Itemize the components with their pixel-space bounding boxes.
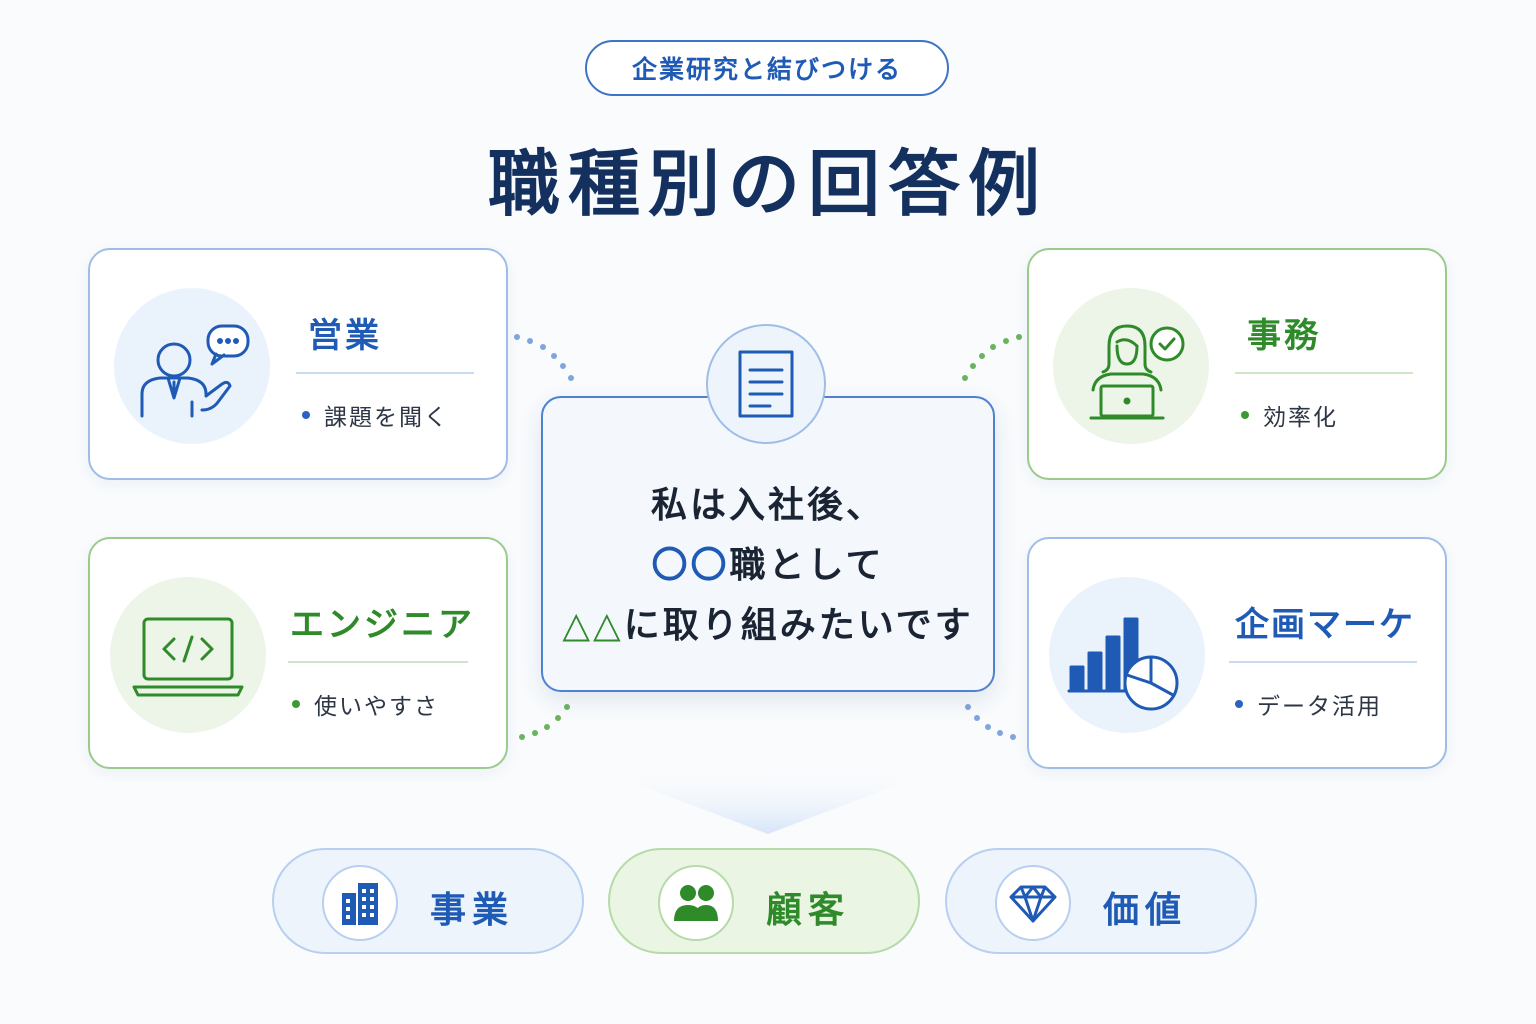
card-office: 事務 効率化 xyxy=(1027,248,1447,480)
card-point: データ活用 xyxy=(1235,687,1382,721)
page-title: 職種別の回答例 xyxy=(487,142,1048,226)
statement-line-1: 私は入社後、 xyxy=(650,485,885,526)
diamond-icon xyxy=(995,865,1071,941)
divider xyxy=(288,661,468,663)
card-point-text: 課題を聞く xyxy=(324,405,449,431)
divider xyxy=(296,372,474,374)
laptop-code-icon xyxy=(110,577,266,733)
card-point-text: 使いやすさ xyxy=(314,694,439,720)
card-title: 営業 xyxy=(308,316,382,356)
card-point-text: データ活用 xyxy=(1257,694,1382,720)
divider xyxy=(1235,372,1413,374)
bar-pie-chart-icon xyxy=(1049,577,1205,733)
card-point: 課題を聞く xyxy=(302,398,449,432)
pill-label: 顧客 xyxy=(766,890,851,931)
card-point-text: 効率化 xyxy=(1263,405,1338,431)
card-title: 企画マーケ xyxy=(1235,605,1415,645)
building-icon xyxy=(322,865,398,941)
bullet-dot xyxy=(1235,700,1243,708)
statement-line-3: △△に取り組みたいです xyxy=(543,596,993,648)
placeholder-job: 〇〇 xyxy=(651,545,730,586)
card-engineer: エンジニア 使いやすさ xyxy=(88,537,508,769)
document-icon xyxy=(706,324,826,444)
person-speech-icon xyxy=(114,288,270,444)
bullet-dot xyxy=(302,411,310,419)
card-title: エンジニア xyxy=(290,605,475,645)
statement-text: に取り組みたいです xyxy=(623,605,974,646)
card-point: 使いやすさ xyxy=(292,687,439,721)
pill-label: 価値 xyxy=(1103,890,1188,931)
card-title: 事務 xyxy=(1247,316,1321,356)
pill-customer: 顧客 xyxy=(608,848,920,954)
bullet-dot xyxy=(1241,411,1249,419)
divider xyxy=(1229,661,1417,663)
pill-label: 事業 xyxy=(430,890,515,931)
pill-value: 価値 xyxy=(945,848,1257,954)
center-statement: 私は入社後、 〇〇職として △△に取り組みたいです xyxy=(541,396,995,692)
funnel-arrow xyxy=(600,770,936,834)
section-tag: 企業研究と結びつける xyxy=(585,40,949,96)
woman-laptop-check-icon xyxy=(1053,288,1209,444)
card-sales: 営業 課題を聞く xyxy=(88,248,508,480)
bullet-dot xyxy=(292,700,300,708)
statement-text: 職として xyxy=(729,545,885,586)
card-point: 効率化 xyxy=(1241,398,1338,432)
people-icon xyxy=(658,865,734,941)
statement-line-2: 〇〇職として xyxy=(543,536,993,588)
placeholder-task: △△ xyxy=(562,605,624,646)
pill-business: 事業 xyxy=(272,848,584,954)
card-marketing: 企画マーケ データ活用 xyxy=(1027,537,1447,769)
